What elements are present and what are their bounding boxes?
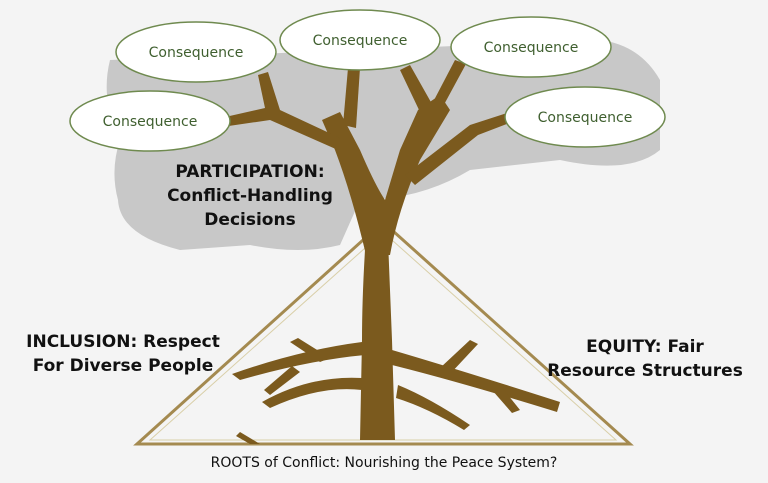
- branch-top-right: [400, 60, 466, 112]
- consequence-3-label: Consequence: [484, 40, 579, 56]
- inclusion-line-2: For Diverse People: [32, 356, 214, 376]
- root-base-left: [236, 432, 260, 444]
- tree-upper-trunk: [322, 95, 450, 255]
- root-left-main: [232, 342, 365, 380]
- branch-right: [405, 112, 512, 185]
- root-left-low: [262, 377, 362, 408]
- participation-line-3: Decisions: [204, 210, 296, 230]
- root-left-small: [264, 366, 300, 395]
- participation-line-2: Conflict-Handling: [167, 186, 333, 206]
- equity-label: EQUITY: Fair Resource Structures: [520, 335, 768, 383]
- consequence-4: Consequence: [69, 90, 231, 152]
- participation-line-1: PARTICIPATION:: [175, 162, 325, 182]
- equity-line-2: Resource Structures: [547, 361, 743, 381]
- canopy-cloud: [106, 40, 660, 250]
- consequence-1-label: Consequence: [149, 45, 244, 61]
- consequence-3: Consequence: [450, 16, 612, 78]
- tree-trunk: [360, 240, 395, 440]
- root-left-mid: [290, 338, 330, 362]
- consequence-2-label: Consequence: [313, 33, 408, 49]
- consequence-1: Consequence: [115, 21, 277, 83]
- branch-center: [343, 68, 360, 128]
- participation-label: PARTICIPATION: Conflict-Handling Decisio…: [160, 160, 340, 232]
- consequence-5-label: Consequence: [538, 110, 633, 126]
- root-right-up: [440, 340, 478, 374]
- consequence-2: Consequence: [279, 9, 441, 71]
- root-right-main: [392, 350, 560, 412]
- consequence-4-label: Consequence: [103, 114, 198, 130]
- root-right-small: [492, 385, 520, 413]
- roots-triangle: [133, 219, 634, 446]
- branch-left: [212, 72, 340, 150]
- inclusion-line-1: INCLUSION: Respect: [26, 332, 220, 352]
- tree: [212, 60, 560, 444]
- inclusion-label: INCLUSION: Respect For Diverse People: [0, 330, 246, 378]
- roots-caption: ROOTS of Conflict: Nourishing the Peace …: [210, 455, 558, 471]
- root-right-mid: [396, 385, 470, 430]
- equity-line-1: EQUITY: Fair: [586, 337, 704, 357]
- consequence-5: Consequence: [504, 86, 666, 148]
